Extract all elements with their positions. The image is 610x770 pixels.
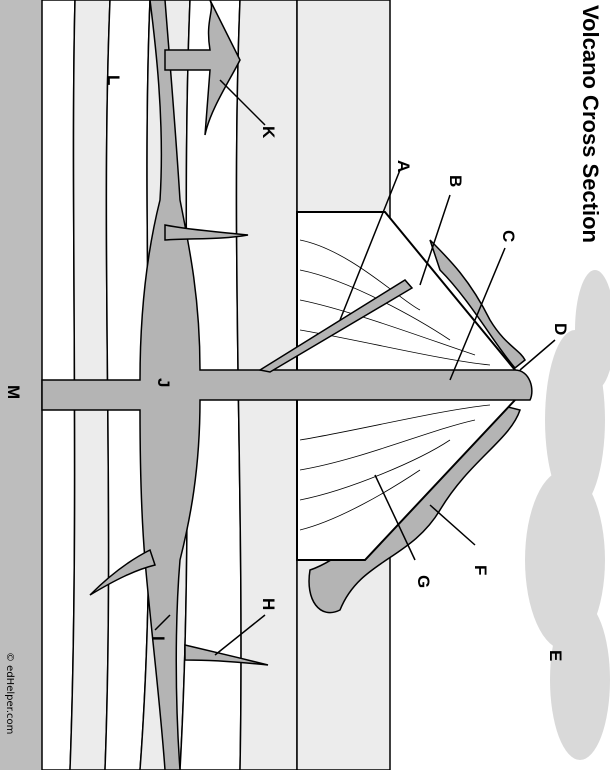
lava-flow-c xyxy=(429,239,526,370)
label-k: K xyxy=(259,126,278,139)
copyright: © edHelper.com xyxy=(4,652,15,734)
diagram-title: Volcano Cross Section xyxy=(578,5,603,243)
leader-lines xyxy=(154,79,556,656)
label-e: E xyxy=(546,650,565,661)
label-m: M xyxy=(4,385,23,399)
label-i: I xyxy=(149,636,168,641)
labels: A B C D E F G H I J K L M Volcano Cross … xyxy=(4,5,603,734)
label-c: C xyxy=(499,230,518,242)
ash-cloud xyxy=(525,270,610,760)
label-a: A xyxy=(394,160,413,172)
label-d: D xyxy=(551,323,570,335)
label-h: H xyxy=(259,598,278,610)
label-j: J xyxy=(154,378,173,387)
cone-strata xyxy=(299,239,491,531)
bedrock xyxy=(0,0,42,770)
magma-system xyxy=(41,0,533,770)
label-g: G xyxy=(414,575,433,588)
label-l: L xyxy=(104,75,123,85)
label-f: F xyxy=(471,565,490,575)
label-b: B xyxy=(446,175,465,187)
